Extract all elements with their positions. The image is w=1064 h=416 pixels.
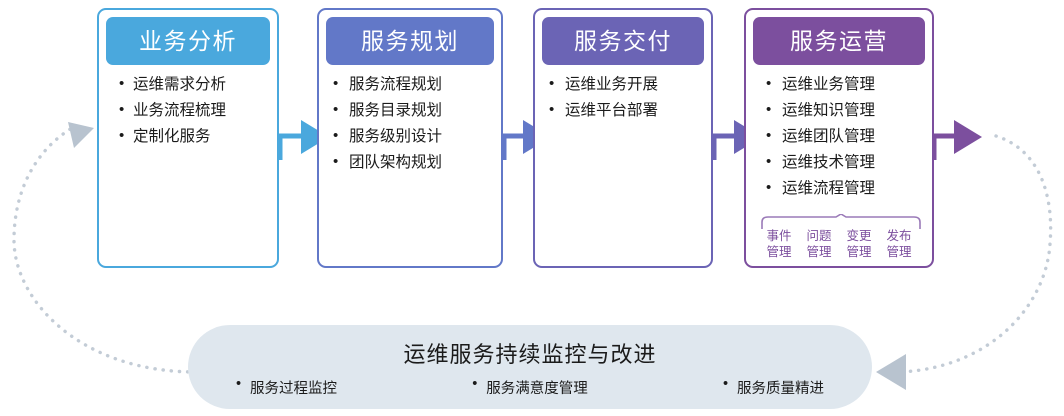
feedback-loop-left-arrowhead [68,122,94,148]
feedback-loop-right-arrowhead [876,354,906,390]
list-item: 运维团队管理 [746,123,932,150]
list-item: 业务流程梳理 [99,97,277,124]
sub-process-brace [761,214,921,229]
stage-title: 业务分析 [139,27,237,54]
sub-item-incident[interactable]: 事件 管理 [762,228,796,260]
stage-box-service-planning[interactable]: 服务规划 服务流程规划 服务目录规划 服务级别设计 团队架构规划 [317,8,503,268]
stage-box-business-analysis[interactable]: 业务分析 运维需求分析 业务流程梳理 定制化服务 [97,8,279,268]
sub-item-line1: 问题 [806,229,832,243]
list-item: 运维业务开展 [535,71,711,98]
sub-item-line1: 发布 [886,229,912,243]
list-item: 运维流程管理 [746,175,932,202]
stage-box-service-operation[interactable]: 服务运营 运维业务管理 运维知识管理 运维团队管理 运维技术管理 运维流程管理 … [744,8,934,268]
sub-item-release[interactable]: 发布 管理 [882,228,916,260]
banner-item-list: 服务过程监控 服务满意度管理 服务质量精进 [222,376,838,398]
stage-box-service-delivery[interactable]: 服务交付 运维业务开展 运维平台部署 [533,8,713,268]
stage-title: 服务规划 [361,27,459,54]
stage-title: 服务交付 [574,27,672,54]
list-item: 服务目录规划 [319,97,501,124]
list-item: 服务流程规划 [319,71,501,98]
stage-header-service-planning: 服务规划 [326,17,494,65]
sub-item-change[interactable]: 变更 管理 [842,228,876,260]
stage-title: 服务运营 [790,27,888,54]
arrow-stage4-to-loop [931,120,982,160]
banner-item: 服务满意度管理 [472,376,588,398]
list-item: 运维平台部署 [535,97,711,124]
sub-item-line2: 管理 [766,245,792,259]
list-item: 定制化服务 [99,123,277,150]
stage-header-service-operation: 服务运营 [753,17,925,65]
stage-header-business-analysis: 业务分析 [106,17,270,65]
stage-item-list: 运维需求分析 业务流程梳理 定制化服务 [99,71,277,150]
sub-item-line1: 事件 [766,229,792,243]
list-item: 团队架构规划 [319,149,501,176]
sub-item-line2: 管理 [806,245,832,259]
banner-title: 运维服务持续监控与改进 [403,342,657,367]
list-item: 运维需求分析 [99,71,277,98]
sub-item-problem[interactable]: 问题 管理 [802,228,836,260]
banner-item: 服务过程监控 [236,376,337,398]
banner-item: 服务质量精进 [723,376,824,398]
stage-header-service-delivery: 服务交付 [542,17,704,65]
stage-item-list: 运维业务开展 运维平台部署 [535,71,711,124]
list-item: 运维技术管理 [746,149,932,176]
continuous-improvement-banner[interactable]: 运维服务持续监控与改进 服务过程监控 服务满意度管理 服务质量精进 [188,325,872,409]
sub-item-line2: 管理 [886,245,912,259]
sub-item-line2: 管理 [846,245,872,259]
list-item: 服务级别设计 [319,123,501,150]
stage-item-list: 服务流程规划 服务目录规划 服务级别设计 团队架构规划 [319,71,501,176]
list-item: 运维业务管理 [746,71,932,98]
list-item: 运维知识管理 [746,97,932,124]
sub-process-group: 事件 管理 问题 管理 变更 管理 发布 管理 [756,228,922,272]
sub-item-line1: 变更 [846,229,872,243]
stage-item-list: 运维业务管理 运维知识管理 运维团队管理 运维技术管理 运维流程管理 [746,71,932,202]
